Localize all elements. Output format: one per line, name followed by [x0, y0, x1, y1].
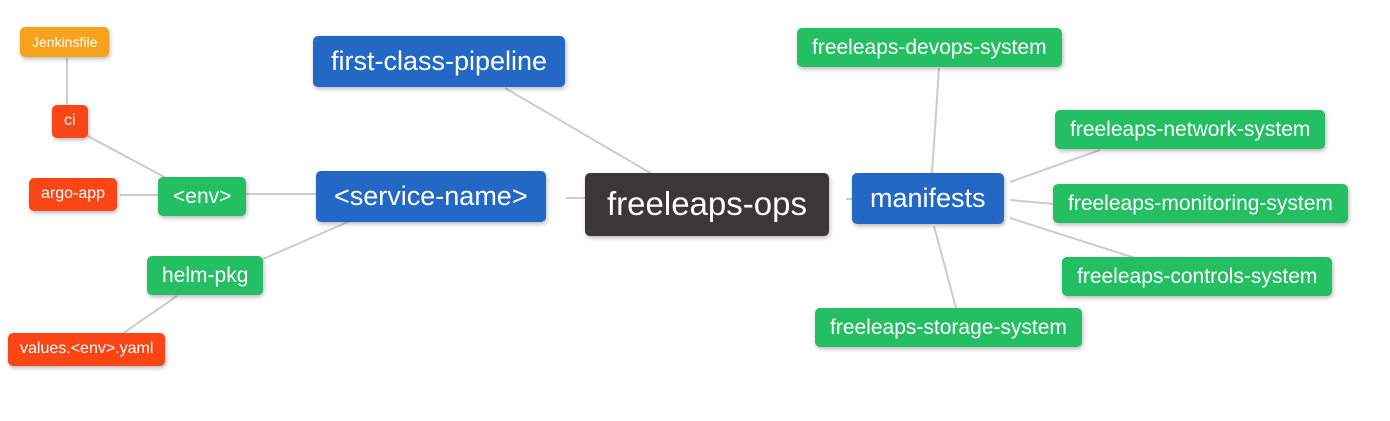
- edge-service-name-helm-pkg: [262, 220, 351, 260]
- node-freeleaps-network-system[interactable]: freeleaps-network-system: [1055, 110, 1326, 150]
- node-ci[interactable]: ci: [52, 105, 88, 138]
- edge-ci-env: [83, 133, 169, 180]
- node-argo-app[interactable]: argo-app: [29, 178, 118, 211]
- node-freeleaps-monitoring-system[interactable]: freeleaps-monitoring-system: [1053, 184, 1348, 224]
- edge-pipeline-root: [504, 87, 653, 175]
- node-values-env-yaml[interactable]: values.<env>.yaml: [8, 333, 166, 366]
- edge-helm-pkg-values-yaml: [121, 295, 178, 335]
- node-freeleaps-storage-system[interactable]: freeleaps-storage-system: [815, 308, 1082, 348]
- node-env[interactable]: <env>: [158, 177, 247, 217]
- edge-manifests-controls: [1009, 217, 1136, 259]
- node-freeleaps-devops-system[interactable]: freeleaps-devops-system: [797, 28, 1062, 68]
- node-first-class-pipeline[interactable]: first-class-pipeline: [313, 36, 566, 88]
- edge-manifests-storage: [933, 225, 957, 309]
- node-manifests[interactable]: manifests: [852, 173, 1004, 225]
- node-freeleaps-controls-system[interactable]: freeleaps-controls-system: [1062, 257, 1333, 297]
- node-freeleaps-ops-root[interactable]: freeleaps-ops: [585, 173, 829, 236]
- node-jenkinsfile[interactable]: Jenkinsfile: [20, 27, 110, 58]
- edge-manifests-network: [1009, 149, 1101, 183]
- edge-manifests-devops: [931, 67, 940, 175]
- node-helm-pkg[interactable]: helm-pkg: [147, 256, 264, 296]
- edge-manifests-monitoring: [1009, 199, 1054, 205]
- node-service-name[interactable]: <service-name>: [316, 171, 546, 223]
